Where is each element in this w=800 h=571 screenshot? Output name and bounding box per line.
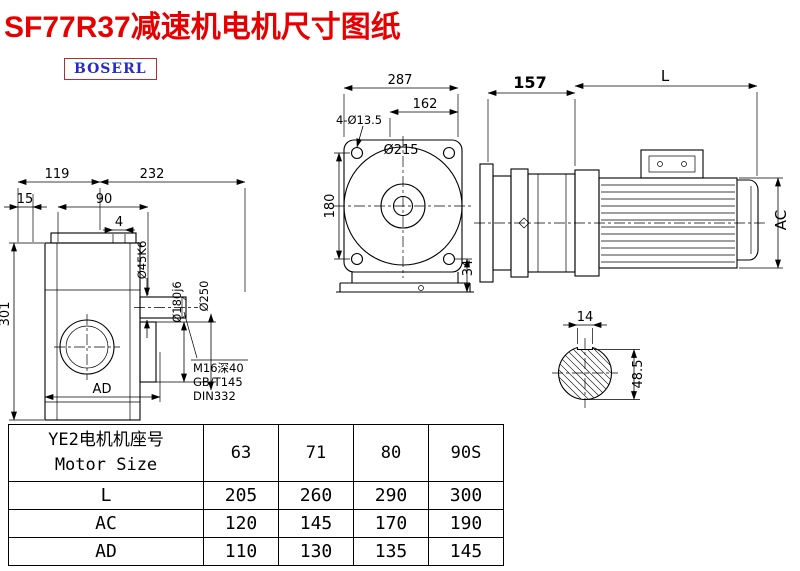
motor-size-90s: 90S — [428, 424, 504, 482]
keyway — [576, 347, 594, 351]
table-header-en: Motor Size — [54, 455, 158, 475]
table-cell: 130 — [278, 537, 354, 566]
table-cell: 145 — [278, 509, 354, 538]
table-row-AD: AD 110 130 135 145 — [8, 537, 504, 566]
table-cell: 290 — [353, 481, 429, 510]
dim-label-162: 162 — [413, 97, 438, 112]
table-header-motor-size: YE2电机机座号 Motor Size — [8, 424, 204, 482]
note-gbt145: GB/T145 — [193, 375, 243, 389]
page-title: SF77R37减速机电机尺寸图纸 — [4, 11, 401, 44]
dim-label-48-5: 48.5 — [631, 360, 646, 389]
dim-label-d215: Ø215 — [383, 143, 418, 158]
centerline-mark — [518, 217, 530, 229]
bolt-hole — [350, 146, 364, 160]
note-din332: DIN332 — [193, 389, 236, 403]
dim-label-4xd13-5: 4-Ø13.5 — [336, 113, 382, 127]
table-header-cn: YE2电机机座号 — [48, 429, 164, 450]
row-label: AC — [8, 509, 204, 538]
dim-label-4: 4 — [115, 215, 123, 230]
table-cell: 190 — [428, 509, 504, 538]
row-label: AD — [8, 537, 204, 566]
dim-label-232: 232 — [140, 167, 165, 182]
table-cell: 120 — [203, 509, 279, 538]
output-flange — [139, 321, 157, 383]
motor-size-63: 63 — [203, 424, 279, 482]
table-cell: 205 — [203, 481, 279, 510]
bolt-hole — [442, 252, 456, 266]
front-view: 287 162 4-Ø13.5 Ø215 180 34 — [323, 73, 476, 293]
dim-label-AC: AC — [772, 210, 790, 230]
table-cell: 145 — [428, 537, 504, 566]
dim-label-34: 34 — [461, 260, 476, 277]
row-label: L — [8, 481, 204, 510]
dim-label-119: 119 — [45, 167, 70, 182]
boserl-logo: BOSERL — [64, 58, 157, 80]
terminal-box — [640, 149, 704, 179]
dim-label-157: 157 — [513, 73, 546, 92]
table-row-L: L 205 260 290 300 — [8, 481, 504, 510]
table-row-AC: AC 120 145 170 190 — [8, 509, 504, 538]
bolt-hole — [442, 146, 456, 160]
dim-label-250: Ø250 — [197, 280, 211, 311]
motor-size-80: 80 — [353, 424, 429, 482]
table-cell: 170 — [353, 509, 429, 538]
shaft-section: 14 48.5 — [552, 310, 646, 408]
bolt-hole — [350, 252, 364, 266]
table-row-header: YE2电机机座号 Motor Size 63 71 80 90S — [8, 424, 504, 482]
table-cell: 110 — [203, 537, 279, 566]
dim-label-301: 301 — [0, 302, 13, 327]
dim-label-287: 287 — [388, 73, 413, 88]
motor-size-71: 71 — [278, 424, 354, 482]
table-cell: 300 — [428, 481, 504, 510]
fan-cover — [737, 179, 759, 261]
side-view: 157 L AC — [474, 67, 790, 283]
dim-label-AD: AD — [93, 382, 112, 397]
dim-label-180j6: Ø180j6 — [170, 281, 184, 323]
dim-label-L: L — [661, 67, 670, 85]
dim-label-14: 14 — [577, 310, 594, 325]
dimension-table: YE2电机机座号 Motor Size 63 71 80 90S L 205 2… — [8, 424, 504, 566]
dim-label-15: 15 — [17, 192, 34, 207]
left-view: 119 232 15 90 4 301 AD Ø45K6 Ø180j6 Ø250… — [0, 167, 248, 421]
dim-label-90: 90 — [96, 192, 113, 207]
table-cell: 260 — [278, 481, 354, 510]
dim-label-180: 180 — [323, 194, 338, 219]
technical-drawing: 119 232 15 90 4 301 AD Ø45K6 Ø180j6 Ø250… — [0, 67, 790, 421]
note-m16: M16深40 — [193, 361, 244, 375]
table-cell: 135 — [353, 537, 429, 566]
dim-label-45k6: Ø45K6 — [135, 241, 149, 280]
